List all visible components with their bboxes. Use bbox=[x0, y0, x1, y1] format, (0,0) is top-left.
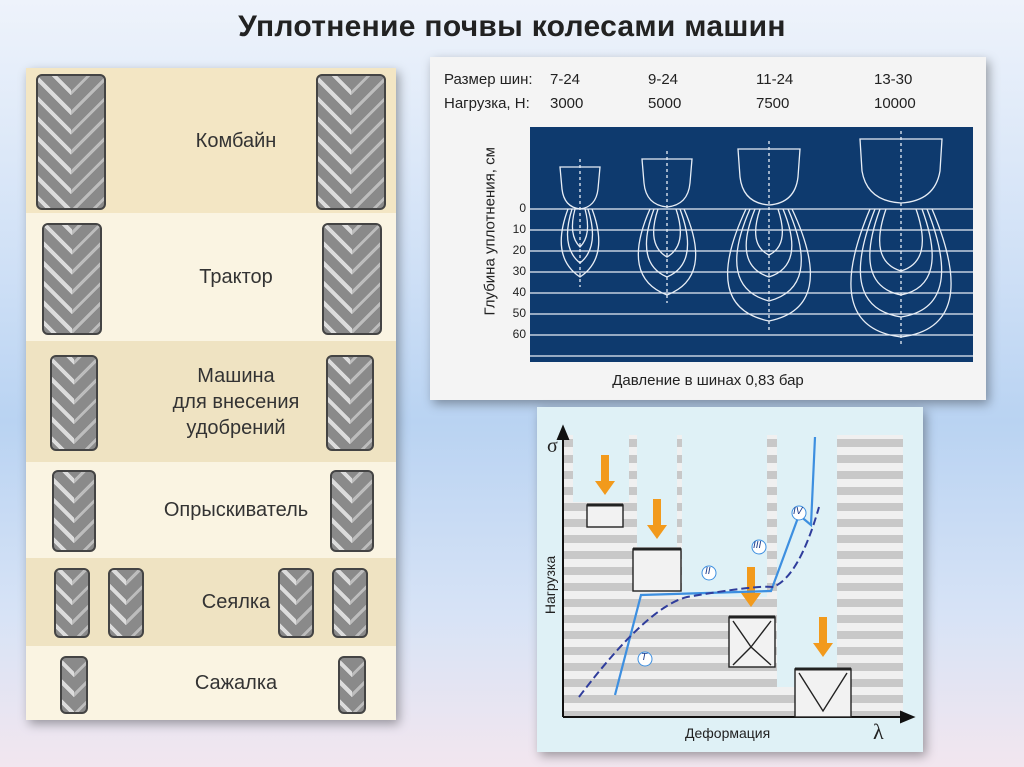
deformation-axis-label: Деформация bbox=[685, 725, 771, 741]
machine-label-tractor: Трактор bbox=[199, 266, 273, 288]
seeder-tire-4-icon bbox=[332, 568, 368, 638]
load-deformation-svg bbox=[556, 424, 916, 724]
tire-size-value: 13-30 bbox=[874, 71, 913, 88]
slide-title: Уплотнение почвы колесами машин bbox=[238, 10, 786, 43]
combine-right-tire-icon bbox=[316, 74, 386, 210]
sprayer-left-tire-icon bbox=[52, 470, 96, 552]
machine-row-fertilizer: Машина для внесения удобрений bbox=[26, 341, 396, 462]
tire-bulb-9-24 bbox=[637, 151, 697, 303]
machine-label-seeder: Сеялка bbox=[201, 591, 271, 613]
pressure-caption: Давление в шинах 0,83 бар bbox=[612, 372, 804, 389]
compaction-bulbs-svg bbox=[530, 131, 973, 357]
tire-size-label: Размер шин: bbox=[444, 71, 533, 88]
curve-label-iii: III bbox=[753, 540, 762, 551]
machines-panel: Комбайн Трактор Машина для внесения удоб… bbox=[26, 68, 396, 720]
machine-label-combine: Комбайн bbox=[195, 129, 277, 152]
load-value: 7500 bbox=[756, 95, 790, 112]
load-value: 3000 bbox=[550, 95, 584, 112]
tire-bulb-13-30 bbox=[850, 131, 952, 347]
curve-label-ii: II bbox=[705, 566, 711, 577]
y-symbol: σ bbox=[547, 435, 558, 457]
machine-row-tractor: Трактор bbox=[26, 213, 396, 341]
tire-size-value: 11-24 bbox=[756, 71, 794, 88]
sinkage-blocks bbox=[586, 503, 852, 718]
load-label: Нагрузка, Н: bbox=[444, 95, 530, 112]
curve-label-t: T bbox=[641, 652, 648, 663]
machine-row-combine: Комбайн bbox=[26, 68, 396, 213]
machine-row-planter: Сажалка bbox=[26, 646, 396, 720]
sprayer-right-tire-icon bbox=[330, 470, 374, 552]
solid-deformation-curve bbox=[613, 436, 817, 696]
seeder-tire-1-icon bbox=[54, 568, 90, 638]
depth-tick: 20 bbox=[512, 243, 526, 257]
tractor-right-tire-icon bbox=[322, 223, 382, 335]
machine-label-planter: Сажалка bbox=[194, 672, 278, 694]
depth-tick: 40 bbox=[512, 285, 526, 299]
planter-left-tire-icon bbox=[60, 656, 88, 714]
tractor-left-tire-icon bbox=[42, 223, 102, 335]
load-arrows bbox=[595, 455, 833, 657]
tire-size-value: 7-24 bbox=[550, 71, 581, 88]
load-deformation-diagram: T II III IV σ Нагрузка Деформация λ bbox=[537, 407, 923, 752]
compaction-chart-area bbox=[530, 127, 973, 362]
curve-label-iv: IV bbox=[793, 506, 803, 517]
depth-tick: 30 bbox=[512, 264, 526, 278]
machine-label-sprayer: Опрыскиватель bbox=[163, 499, 309, 521]
dashed-deformation-curve bbox=[578, 506, 820, 698]
depth-tick: 0 bbox=[519, 201, 526, 215]
depth-tick: 10 bbox=[512, 222, 526, 236]
load-value: 5000 bbox=[648, 95, 682, 112]
tire-size-value: 9-24 bbox=[648, 71, 679, 88]
machine-row-seeder: Сеялка bbox=[26, 558, 396, 646]
planter-right-tire-icon bbox=[338, 656, 366, 714]
depth-tick: 50 bbox=[512, 306, 526, 320]
tire-bulb-7-24 bbox=[559, 159, 601, 287]
seeder-tire-3-icon bbox=[278, 568, 314, 638]
machine-row-sprayer: Опрыскиватель bbox=[26, 462, 396, 558]
fertilizer-right-tire-icon bbox=[326, 355, 374, 451]
tire-bulb-11-24 bbox=[726, 141, 812, 331]
depth-tick: 60 bbox=[512, 327, 526, 341]
seeder-tire-2-icon bbox=[108, 568, 144, 638]
load-axis-label: Нагрузка bbox=[542, 555, 559, 615]
depth-axis-label: Глубина уплотнения, см bbox=[481, 147, 499, 316]
combine-left-tire-icon bbox=[36, 74, 106, 210]
load-value: 10000 bbox=[874, 95, 916, 112]
machine-label-fertilizer: Машина для внесения удобрений bbox=[172, 364, 300, 439]
compaction-depth-diagram: Размер шин: Нагрузка, Н: 7-24 9-24 11-24… bbox=[430, 57, 986, 400]
fertilizer-left-tire-icon bbox=[50, 355, 98, 451]
x-symbol: λ bbox=[873, 719, 884, 744]
